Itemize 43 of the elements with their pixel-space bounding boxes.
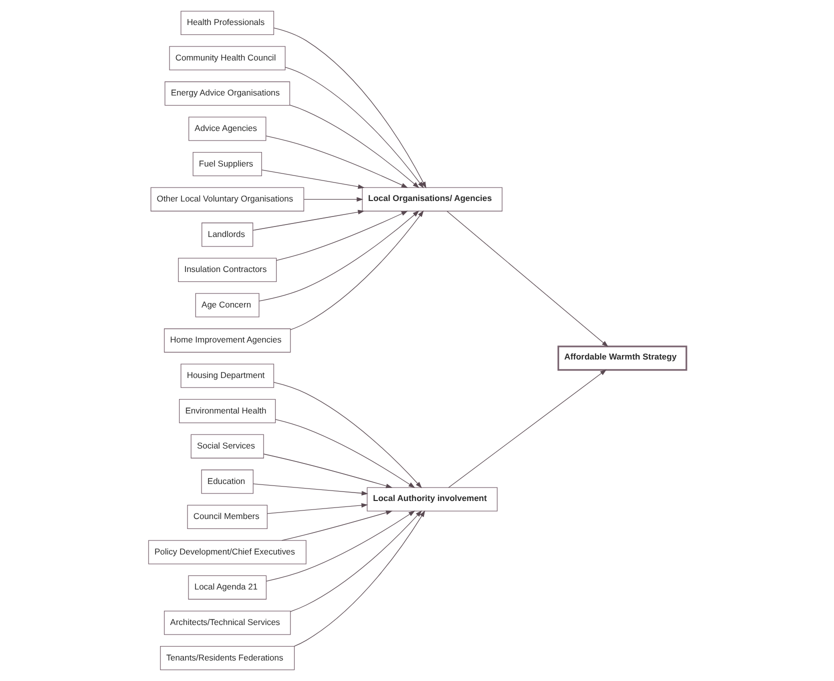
arrow: [293, 510, 425, 647]
node-box: Local Organisations/ Agencies: [361, 187, 502, 212]
arrow: [258, 210, 419, 302]
arrow: [252, 210, 364, 231]
node-box: Home Improvement Agencies: [163, 328, 290, 353]
arrow: [273, 28, 426, 188]
arrow: [290, 510, 422, 612]
arrow: [273, 382, 422, 488]
node-box: Policy Development/Chief Executives: [148, 540, 306, 564]
node-box: Energy Advice Organisations: [164, 81, 290, 106]
node-box: Social Services: [190, 434, 264, 458]
node-box: Tenants/Residents Federations: [160, 646, 294, 670]
arrow: [284, 66, 424, 188]
node-box: Housing Department: [180, 364, 274, 388]
arrow: [252, 484, 368, 496]
node-box: Local Authority involvement: [366, 487, 498, 512]
node-box: Insulation Contractors: [178, 258, 276, 282]
node-box: Local Agenda 21: [188, 575, 266, 600]
arrow: [289, 104, 419, 188]
arrow: [266, 503, 368, 514]
arrow: [446, 210, 608, 347]
node-box: Education: [200, 470, 253, 494]
arrow: [261, 170, 364, 189]
node-box: Community Health Council: [168, 46, 285, 70]
node-box: Landlords: [201, 222, 253, 247]
arrow: [276, 210, 408, 261]
node-box: Environmental Health: [178, 398, 276, 424]
arrow: [303, 197, 363, 202]
arrow: [290, 210, 424, 330]
arrow: [262, 454, 392, 488]
arrow: [266, 510, 415, 582]
node-box: Health Professionals: [180, 10, 274, 36]
node-box: Council Members: [186, 504, 268, 530]
node-box: Fuel Suppliers: [192, 152, 262, 176]
node-box: Age Concern: [194, 293, 259, 318]
node-box: Advice Agencies: [188, 116, 266, 141]
node-box: Other Local Voluntary Organisations: [150, 187, 304, 212]
node-box: Architects/Technical Services: [163, 610, 290, 635]
arrow: [274, 419, 415, 488]
node-box: Affordable Warmth Strategy: [557, 346, 687, 371]
arrow: [281, 510, 392, 541]
arrow: [265, 136, 408, 188]
arrow: [448, 369, 606, 488]
